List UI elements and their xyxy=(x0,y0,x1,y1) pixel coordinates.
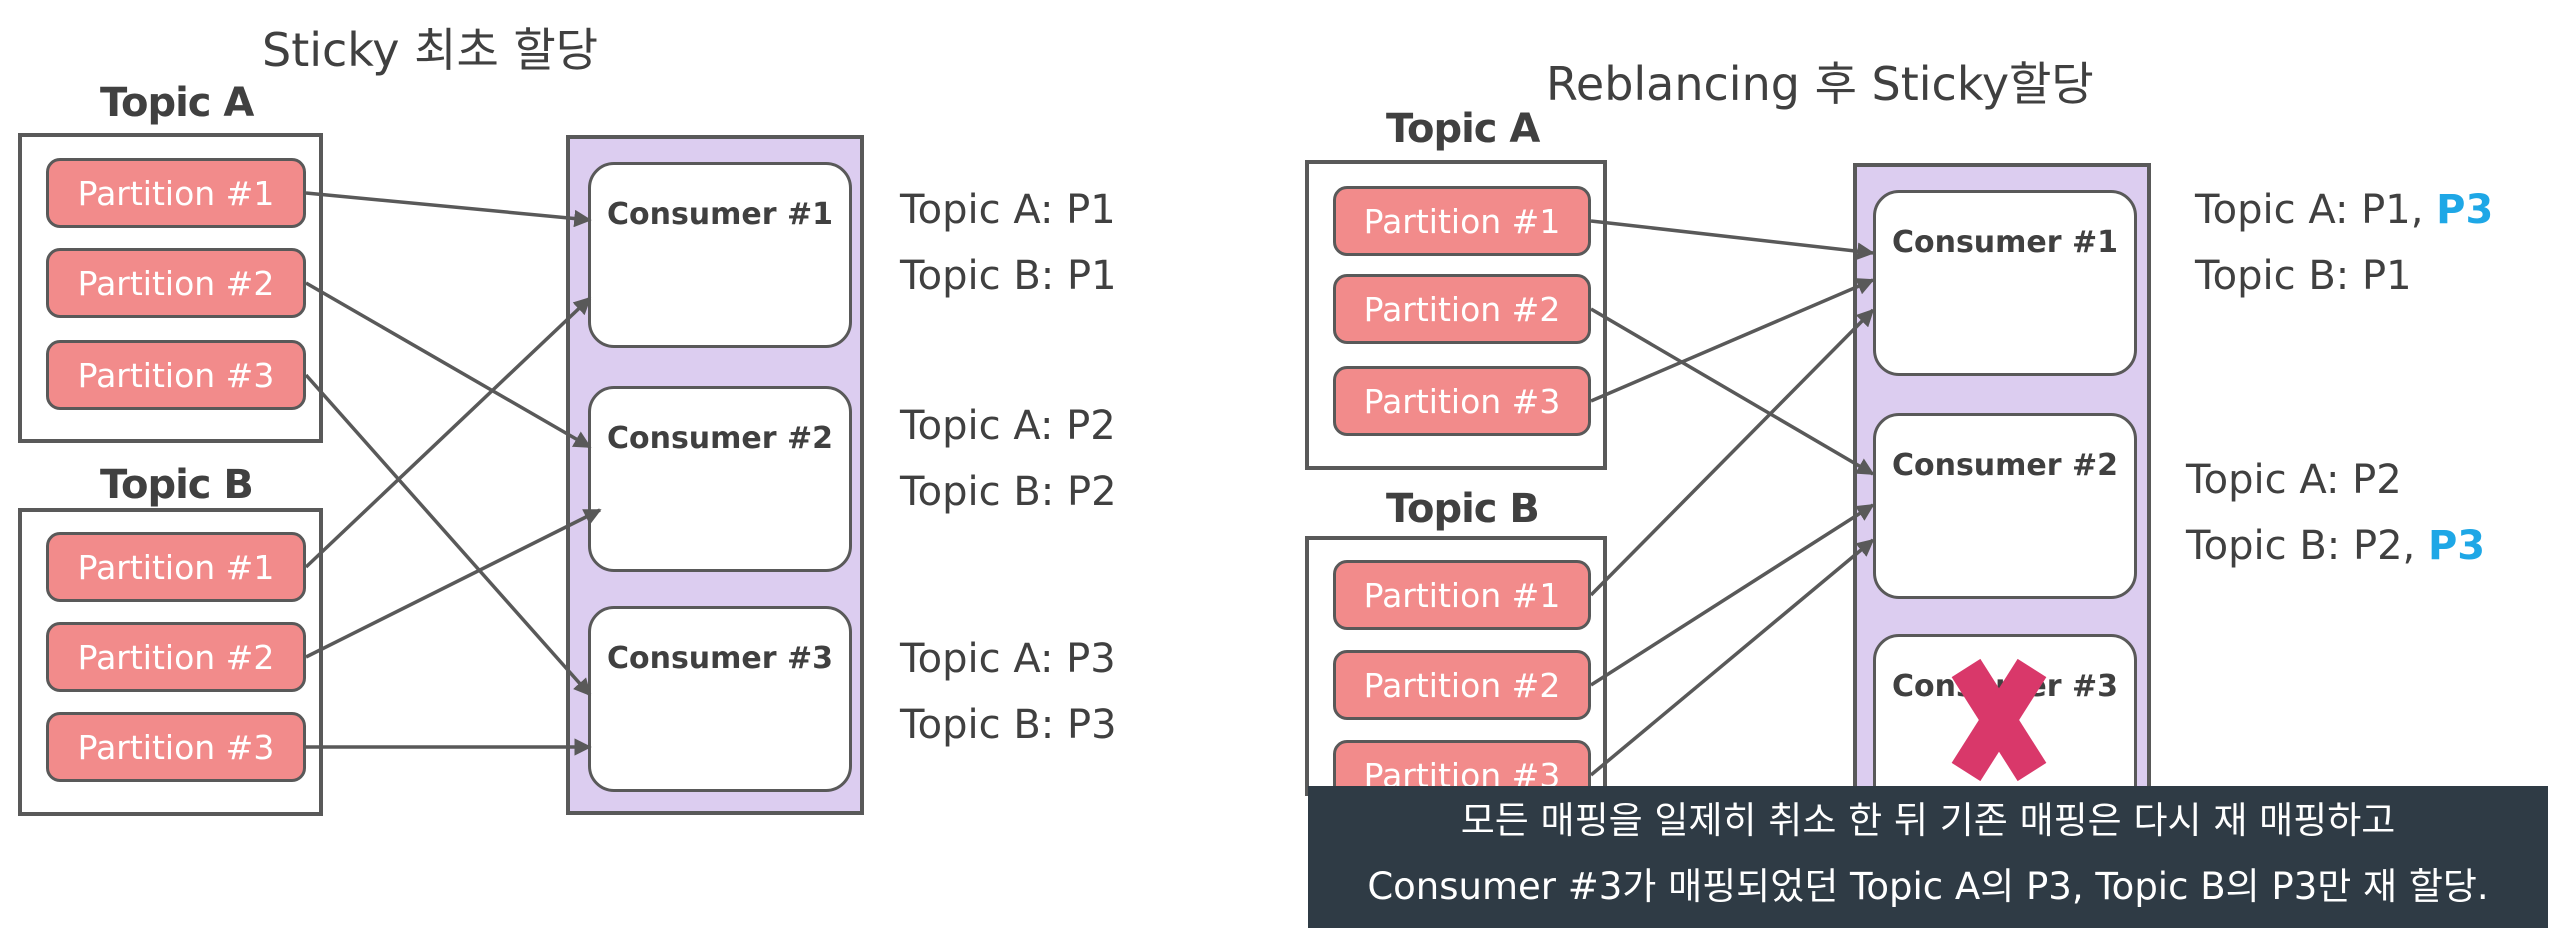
left-arrow-b2-c2 xyxy=(305,508,602,659)
left-assign-2-topic-a: Topic A: P2 xyxy=(900,403,1116,449)
right-arrow-b1-c1 xyxy=(1589,308,1875,597)
left-assignment-consumer-2: Topic A: P2 Topic B: P2 xyxy=(900,393,1117,525)
right-arrow-a3-c1 xyxy=(1590,278,1875,403)
left-assign-3-topic-a: Topic A: P3 xyxy=(900,636,1116,682)
left-arrow-b1-c1 xyxy=(304,296,592,569)
right-topic-a-partition-3: Partition #3 xyxy=(1333,366,1591,436)
left-consumer-1: Consumer #1 xyxy=(588,162,852,348)
right-assignment-consumer-1: Topic A: P1, P3 Topic B: P1 xyxy=(2195,177,2493,309)
left-arrow-a2-c2 xyxy=(305,281,592,449)
left-diagram-title: Sticky 최초 할당 xyxy=(262,23,599,77)
right-diagram-title: Reblancing 후 Sticky할당 xyxy=(1546,57,2094,111)
right-assign-1-topic-b: Topic B: P1 xyxy=(2195,253,2412,299)
caption-bar: 모든 매핑을 일제히 취소 한 뒤 기존 매핑은 다시 재 매핑하고 Consu… xyxy=(1308,786,2548,928)
left-assignment-consumer-3: Topic A: P3 Topic B: P3 xyxy=(900,626,1117,758)
right-arrow-a1-c1 xyxy=(1590,219,1875,260)
left-topic-a-label: Topic A xyxy=(100,80,254,126)
right-topic-b-partition-1: Partition #1 xyxy=(1333,560,1591,630)
right-topic-a-partition-1: Partition #1 xyxy=(1333,186,1591,256)
left-assign-2-topic-b: Topic B: P2 xyxy=(900,469,1117,515)
right-assign-1-topic-a: Topic A: P1, P3 xyxy=(2195,187,2494,233)
caption-line-2: Consumer #3가 매핑되었던 Topic A의 P3, Topic B의… xyxy=(1367,865,2489,908)
right-arrow-b3-c2 xyxy=(1589,538,1875,777)
left-consumer-3: Consumer #3 xyxy=(588,606,852,792)
cross-mark-icon xyxy=(1951,658,2047,782)
left-assign-3-topic-b: Topic B: P3 xyxy=(900,702,1117,748)
right-consumer-2: Consumer #2 xyxy=(1873,413,2137,599)
left-topic-a-partition-1: Partition #1 xyxy=(46,158,306,228)
left-topic-a-partition-3: Partition #3 xyxy=(46,340,306,410)
left-consumer-2: Consumer #2 xyxy=(588,386,852,572)
right-assign-2-topic-a: Topic A: P2 xyxy=(2186,457,2402,503)
right-topic-a-partition-2: Partition #2 xyxy=(1333,274,1591,344)
right-assign-2-topic-b: Topic B: P2, P3 xyxy=(2186,523,2486,569)
left-topic-b-partition-1: Partition #1 xyxy=(46,532,306,602)
right-topic-a-label: Topic A xyxy=(1386,106,1540,152)
left-arrow-a1-c1 xyxy=(305,191,592,228)
right-consumer-1: Consumer #1 xyxy=(1873,190,2137,376)
right-arrow-a2-c2 xyxy=(1590,307,1875,476)
left-assignment-consumer-1: Topic A: P1 Topic B: P1 xyxy=(900,177,1117,309)
right-topic-b-partition-2: Partition #2 xyxy=(1333,650,1591,720)
left-arrow-a3-c3 xyxy=(304,373,592,697)
right-assignment-consumer-2: Topic A: P2 Topic B: P2, P3 xyxy=(2186,447,2485,579)
left-topic-b-partition-2: Partition #2 xyxy=(46,622,306,692)
left-assign-1-topic-b: Topic B: P1 xyxy=(900,253,1117,299)
left-topic-b-partition-3: Partition #3 xyxy=(46,712,306,782)
right-topic-b-label: Topic B xyxy=(1386,486,1540,532)
right-arrow-b2-c2 xyxy=(1590,503,1875,687)
caption-line-1: 모든 매핑을 일제히 취소 한 뒤 기존 매핑은 다시 재 매핑하고 xyxy=(1460,799,2396,842)
left-topic-b-label: Topic B xyxy=(100,462,254,508)
left-topic-a-partition-2: Partition #2 xyxy=(46,248,306,318)
left-assign-1-topic-a: Topic A: P1 xyxy=(900,187,1116,233)
